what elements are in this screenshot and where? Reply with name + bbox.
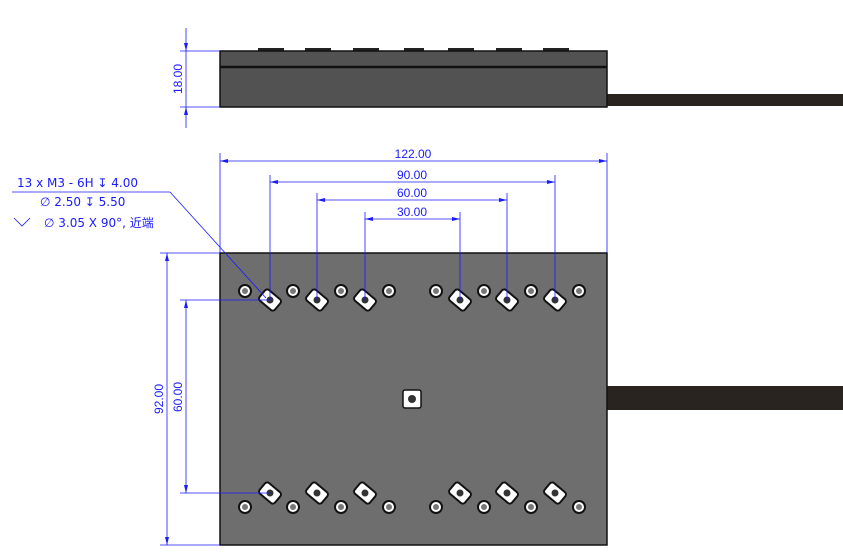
callout-line3: ∅ 3.05 X 90°, 近端 (44, 216, 154, 230)
dim-60-vertical: 60.00 (171, 382, 185, 412)
dim-122: 122.00 (395, 147, 432, 161)
dimension-lines (12, 28, 608, 546)
dim-90: 90.00 (397, 168, 427, 182)
callout-line2: ∅ 2.50 ↧ 5.50 (40, 195, 126, 209)
cable-top-view (607, 386, 843, 410)
dimension-arrows (165, 43, 607, 545)
dim-18: 18.00 (171, 64, 185, 94)
dim-92: 92.00 (152, 384, 166, 414)
dim-60-horizontal: 60.00 (397, 186, 427, 200)
side-view (219, 48, 608, 108)
dim-30: 30.00 (397, 205, 427, 219)
callout-line1: 13 x M3 - 6H ↧ 4.00 (17, 176, 139, 190)
cable-side-view (607, 94, 843, 106)
hole-pattern (238, 284, 586, 514)
